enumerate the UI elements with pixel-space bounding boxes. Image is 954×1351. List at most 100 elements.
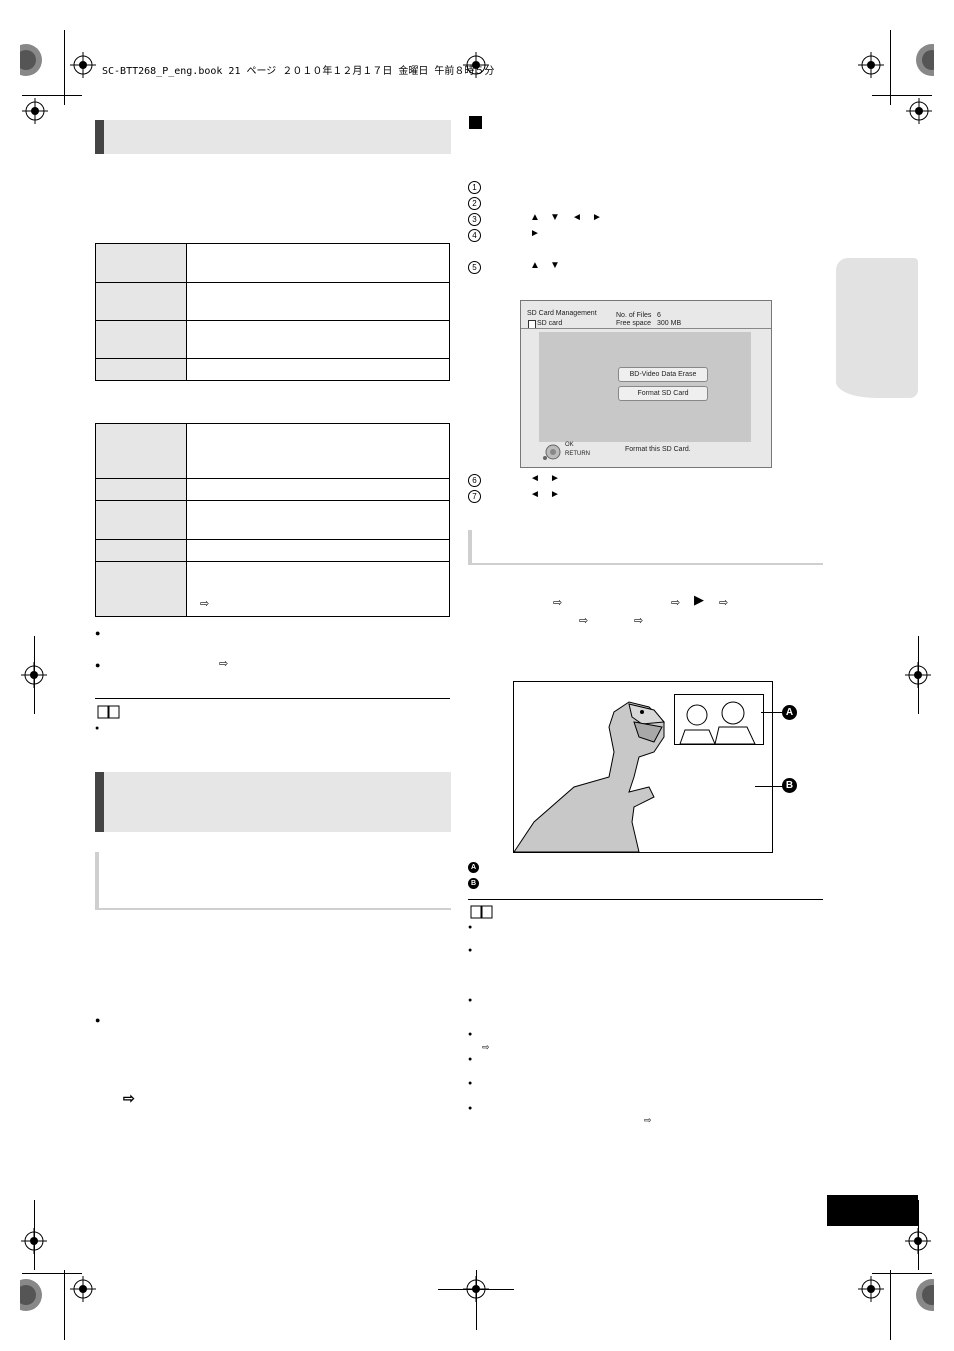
bullet-icon: ● [468, 1080, 473, 1087]
legend-badge-b: B [468, 878, 479, 889]
square-marker-icon [469, 116, 482, 129]
crop-line [890, 1270, 891, 1340]
registration-mark-icon [10, 1270, 44, 1320]
table-value-cell [186, 478, 450, 501]
return-label: RETURN [565, 451, 590, 457]
table-row: ⇨ [95, 561, 450, 617]
up-arrow-icon: ▲ [530, 212, 540, 223]
left-arrow-icon: ◄ [572, 212, 582, 223]
arrow-icon: ⇨ [579, 615, 589, 627]
table-row [95, 243, 450, 283]
pip-illustration [513, 681, 773, 853]
step-number: 3 [468, 213, 481, 226]
step-number: 6 [468, 474, 481, 487]
table-key-cell [95, 243, 187, 283]
crosshair-icon [70, 52, 96, 78]
table-row [95, 478, 450, 501]
table-value-cell [186, 423, 450, 479]
free-space-value: 300 MB [657, 320, 682, 327]
section-banner [95, 120, 451, 154]
crop-line [890, 30, 891, 105]
crop-line [476, 1270, 477, 1330]
crop-line [64, 1270, 65, 1340]
note-rule [468, 899, 823, 900]
right-arrow-icon: ► [530, 228, 540, 239]
table-value-cell [186, 282, 450, 321]
free-space-label: Free space [616, 320, 652, 327]
arrow-icon: ⇨ [123, 1090, 135, 1106]
callout-badge-a: A [782, 705, 797, 720]
legend-badge-a: A [468, 862, 479, 873]
spec-table-2: ⇨ [95, 423, 450, 617]
ok-label: OK [565, 442, 574, 448]
arrow-icon: ⇨ [553, 597, 563, 609]
crosshair-icon [21, 1228, 47, 1254]
crop-line [22, 1273, 82, 1274]
registration-mark-icon [910, 40, 948, 80]
arrow-icon: ⇨ [719, 597, 729, 609]
crop-line [22, 95, 82, 96]
status-message: Format this SD Card. [625, 446, 691, 453]
note-rule [95, 698, 450, 699]
callout-line [755, 786, 783, 787]
chapter-side-tab [836, 258, 918, 398]
crosshair-icon [70, 1276, 96, 1302]
screen-title: SD Card Management [527, 310, 597, 317]
table-key-cell [95, 500, 187, 540]
table-key-cell [95, 282, 187, 321]
bullet-icon: ● [95, 660, 101, 670]
crosshair-icon [906, 98, 932, 124]
screen-divider [521, 328, 771, 329]
right-arrow-icon: ► [550, 473, 560, 484]
step-number: 7 [468, 490, 481, 503]
callout-badge-b: B [782, 778, 797, 793]
table-row [95, 423, 450, 479]
right-arrow-icon: ► [550, 489, 560, 500]
arrow-icon: ⇨ [219, 658, 229, 670]
subsection-box [95, 852, 451, 910]
down-arrow-icon: ▼ [550, 260, 560, 271]
bullet-icon: ● [468, 997, 473, 1004]
crop-line [872, 1273, 932, 1274]
page-number-box [827, 1195, 918, 1226]
registration-mark-icon [910, 1270, 948, 1320]
left-arrow-icon: ◄ [530, 489, 540, 500]
bullet-icon: ● [95, 628, 101, 638]
table-value-cell: ⇨ [186, 561, 450, 617]
step-number: 4 [468, 229, 481, 242]
table-key-cell [95, 561, 187, 617]
banner-accent [95, 120, 104, 154]
right-arrow-icon: ► [592, 212, 602, 223]
bullet-icon: ● [95, 725, 100, 732]
table-key-cell [95, 423, 187, 479]
menu-panel: BD-Video Data Erase Format SD Card [539, 332, 751, 442]
files-label: No. of Files [616, 312, 652, 319]
table-row [95, 282, 450, 321]
arrow-icon: ⇨ [671, 597, 681, 609]
table-row [95, 358, 450, 381]
crop-line [64, 30, 65, 105]
arrow-icon: ⇨ [634, 615, 644, 627]
remote-dial-icon [543, 444, 563, 460]
bd-video-data-erase-button[interactable]: BD-Video Data Erase [618, 367, 708, 382]
table-key-cell [95, 320, 187, 359]
bullet-icon: ● [468, 1105, 473, 1112]
crop-line [872, 95, 932, 96]
format-sd-card-button[interactable]: Format SD Card [618, 386, 708, 401]
crosshair-icon [905, 1228, 931, 1254]
crosshair-icon [905, 662, 931, 688]
arrow-icon: ⇨ [482, 1042, 490, 1052]
crosshair-icon [858, 1276, 884, 1302]
running-header: SC-BTT268_P_eng.book 21 ページ ２０１０年１２月１７日 … [102, 66, 495, 77]
card-label: SD card [537, 320, 563, 327]
play-icon: ▶ [694, 592, 704, 607]
table-value-cell [186, 539, 450, 562]
table-row [95, 320, 450, 359]
crosshair-icon [21, 662, 47, 688]
table-key-cell [95, 539, 187, 562]
left-arrow-icon: ◄ [530, 473, 540, 484]
spec-table-1 [95, 243, 450, 381]
table-key-cell [95, 358, 187, 381]
bullet-icon: ● [468, 947, 473, 954]
book-note-icon [470, 905, 494, 919]
